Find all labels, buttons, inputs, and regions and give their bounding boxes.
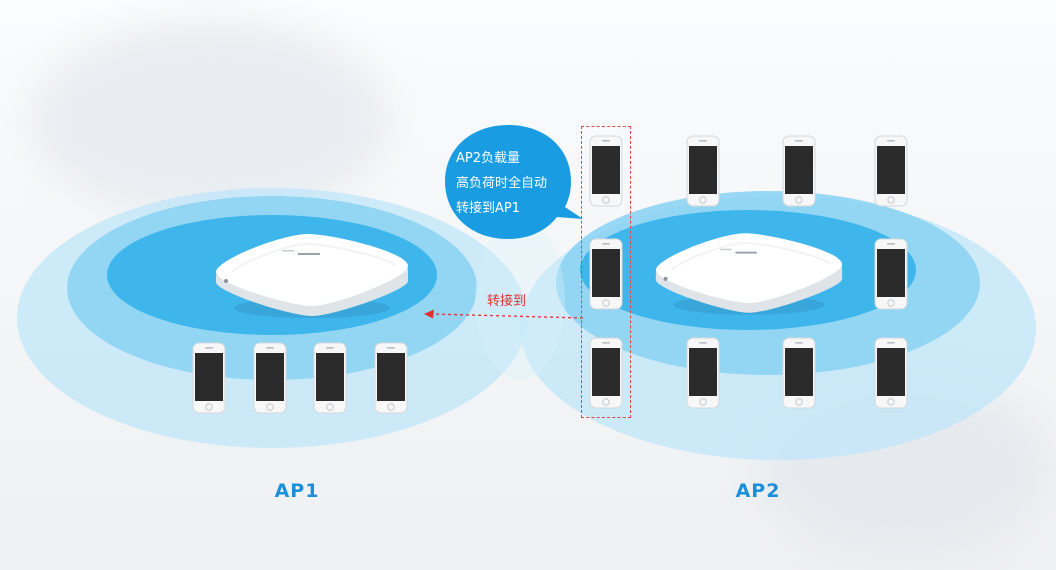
ap1-device-icon: [216, 234, 408, 318]
phone-icon: [686, 337, 720, 409]
phone-icon: [874, 337, 908, 409]
phone-icon: [686, 135, 720, 207]
phone-icon: [589, 337, 623, 409]
ap2-label: AP2: [735, 480, 781, 502]
bubble-text: AP2负载量 高负荷时全自动 转接到AP1: [456, 146, 586, 221]
phone-icon: [589, 238, 623, 310]
phone-icon: [782, 337, 816, 409]
bubble-line-1: AP2负载量: [456, 151, 521, 166]
phone-icon: [253, 342, 287, 414]
phone-icon: [313, 342, 347, 414]
ap1-label: AP1: [274, 480, 320, 502]
phone-icon: [589, 135, 623, 207]
ap2-device-icon: [655, 233, 843, 315]
background-blur-left: [30, 20, 390, 220]
handoff-selection-box: [581, 126, 631, 418]
transfer-label: 转接到: [487, 294, 527, 309]
overlap-highlight: [475, 220, 565, 380]
info-bubble: [445, 125, 583, 239]
phone-icon: [874, 135, 908, 207]
phone-icon: [192, 342, 226, 414]
transfer-arrow: [424, 309, 584, 319]
phone-icon: [874, 238, 908, 310]
bubble-line-2: 高负荷时全自动: [456, 176, 548, 191]
bubble-line-3: 转接到AP1: [456, 201, 521, 216]
phone-icon: [374, 342, 408, 414]
phone-icon: [782, 135, 816, 207]
